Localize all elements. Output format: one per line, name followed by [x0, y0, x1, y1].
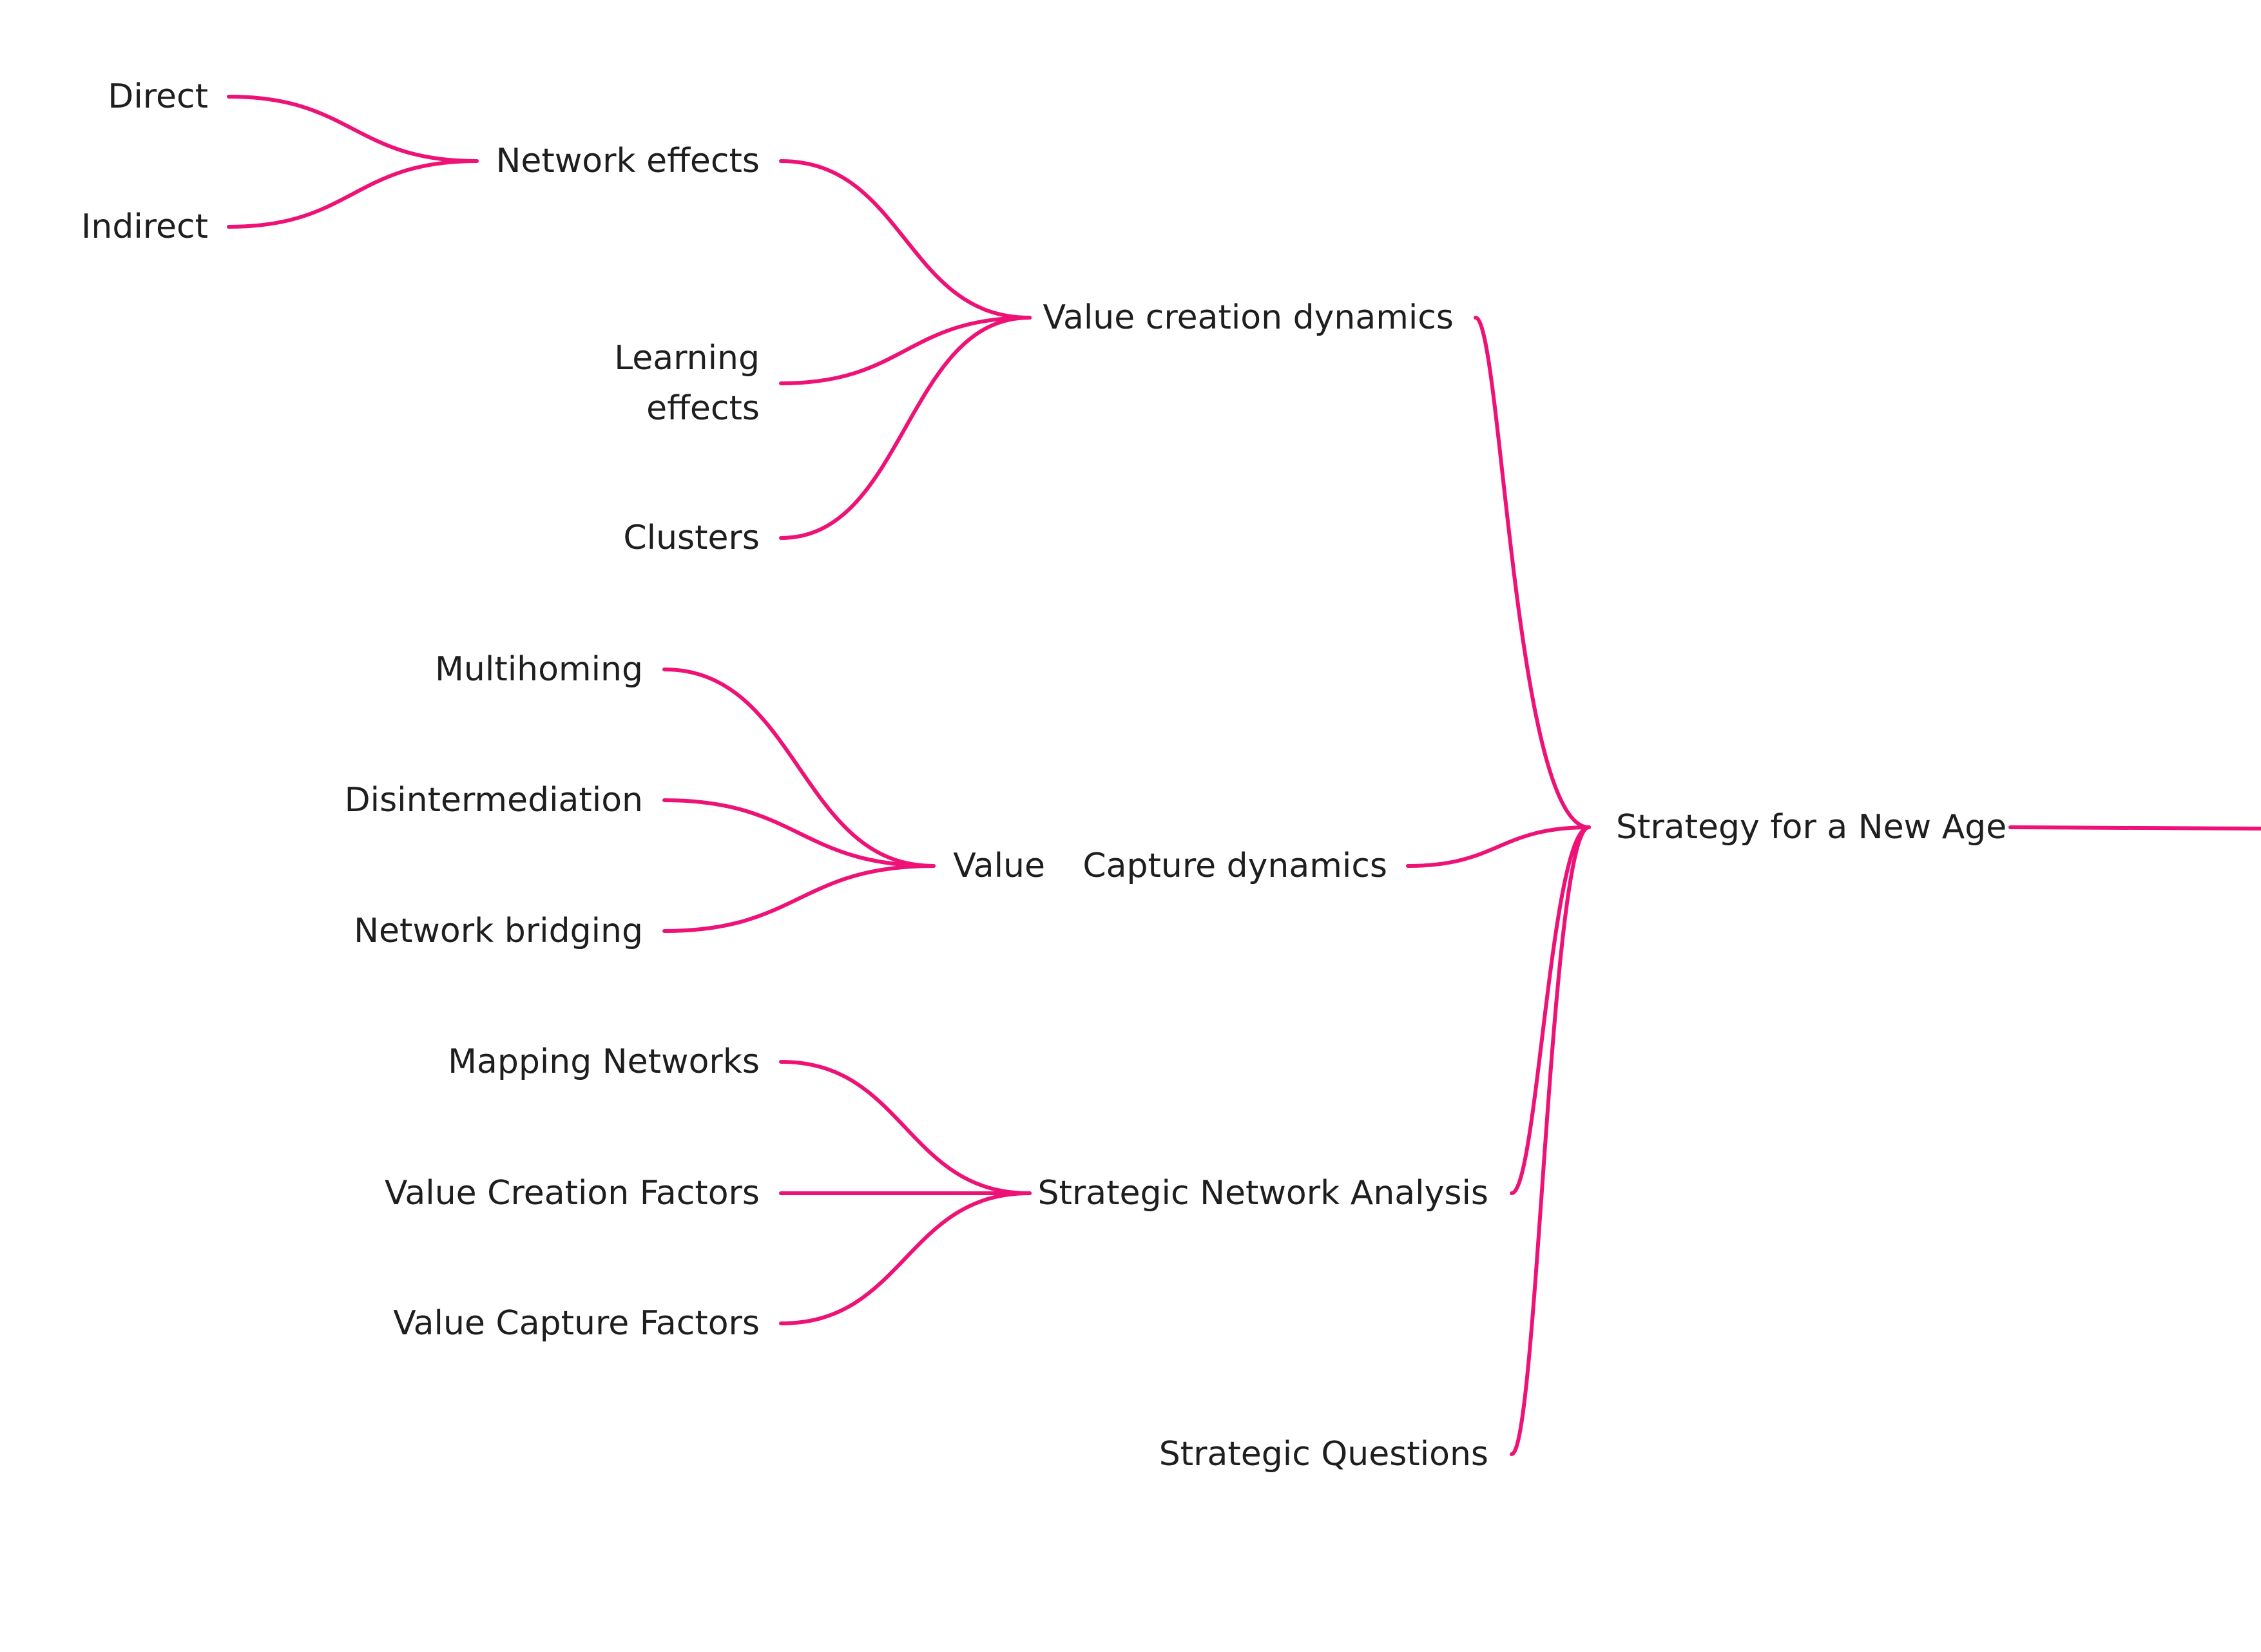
node-direct[interactable]: Direct — [108, 72, 208, 122]
connector-root-questions — [1510, 825, 1591, 1456]
node-learning-effects[interactable]: Learning effects — [614, 333, 760, 434]
node-value[interactable]: Value — [953, 841, 1045, 891]
multihoming-label: Multihoming — [435, 650, 643, 689]
network-bridging-label: Network bridging — [354, 912, 643, 950]
node-value-capture-factors[interactable]: Value Capture Factors — [393, 1298, 760, 1349]
clusters-label: Clusters — [623, 519, 760, 557]
connector-ne-indirect — [227, 159, 479, 229]
node-network-bridging[interactable]: Network bridging — [354, 906, 643, 956]
direct-label: Direct — [108, 77, 208, 116]
learning-effects-label-line1: Learning — [614, 339, 760, 378]
capture-dynamics-label: Capture dynamics — [1082, 847, 1387, 885]
connector-analysis-mapping — [779, 1060, 1032, 1195]
value-label: Value — [953, 847, 1045, 885]
value-creation-dynamics-label: Value creation dynamics — [1043, 298, 1454, 337]
value-capture-factors-label: Value Capture Factors — [393, 1304, 760, 1343]
connector-root-value-creation — [1474, 316, 1591, 829]
strategic-questions-label: Strategic Questions — [1159, 1435, 1488, 1474]
connector-vc-learning-effects — [779, 316, 1032, 385]
node-value-creation-factors[interactable]: Value Creation Factors — [385, 1168, 760, 1218]
connector-root-right — [2008, 825, 2261, 831]
node-multihoming[interactable]: Multihoming — [435, 644, 643, 695]
node-indirect[interactable]: Indirect — [81, 202, 208, 252]
connector-vc-clusters — [779, 316, 1032, 540]
connector-analysis-capture-factors — [779, 1191, 1032, 1325]
node-clusters[interactable]: Clusters — [623, 513, 760, 563]
node-network-effects[interactable]: Network effects — [495, 136, 760, 186]
mapping-networks-label: Mapping Networks — [448, 1042, 760, 1081]
disintermediation-label: Disintermediation — [344, 781, 643, 820]
strategic-network-analysis-label: Strategic Network Analysis — [1037, 1174, 1489, 1213]
node-strategic-questions[interactable]: Strategic Questions — [1159, 1429, 1488, 1479]
connector-vc-network-effects — [779, 159, 1032, 320]
connector-root-capture — [1406, 825, 1591, 868]
connector-value-disintermediation — [662, 798, 936, 868]
connector-value-multihoming — [662, 668, 936, 868]
node-value-creation-dynamics[interactable]: Value creation dynamics — [1043, 293, 1454, 343]
node-capture-dynamics[interactable]: Capture dynamics — [1082, 841, 1387, 891]
node-mapping-networks[interactable]: Mapping Networks — [448, 1037, 760, 1087]
connector-root-analysis — [1510, 825, 1591, 1195]
learning-effects-label-line2: effects — [646, 389, 760, 428]
indirect-label: Indirect — [81, 207, 208, 246]
connector-ne-direct — [227, 95, 479, 163]
root-node[interactable]: Strategy for a New Age — [1616, 802, 2006, 852]
node-disintermediation[interactable]: Disintermediation — [345, 775, 643, 825]
network-effects-label: Network effects — [495, 142, 760, 180]
root-label: Strategy for a New Age — [1616, 808, 2007, 847]
connector-value-network-bridging — [662, 864, 936, 933]
node-strategic-network-analysis[interactable]: Strategic Network Analysis — [1038, 1168, 1489, 1218]
value-creation-factors-label: Value Creation Factors — [384, 1174, 760, 1213]
